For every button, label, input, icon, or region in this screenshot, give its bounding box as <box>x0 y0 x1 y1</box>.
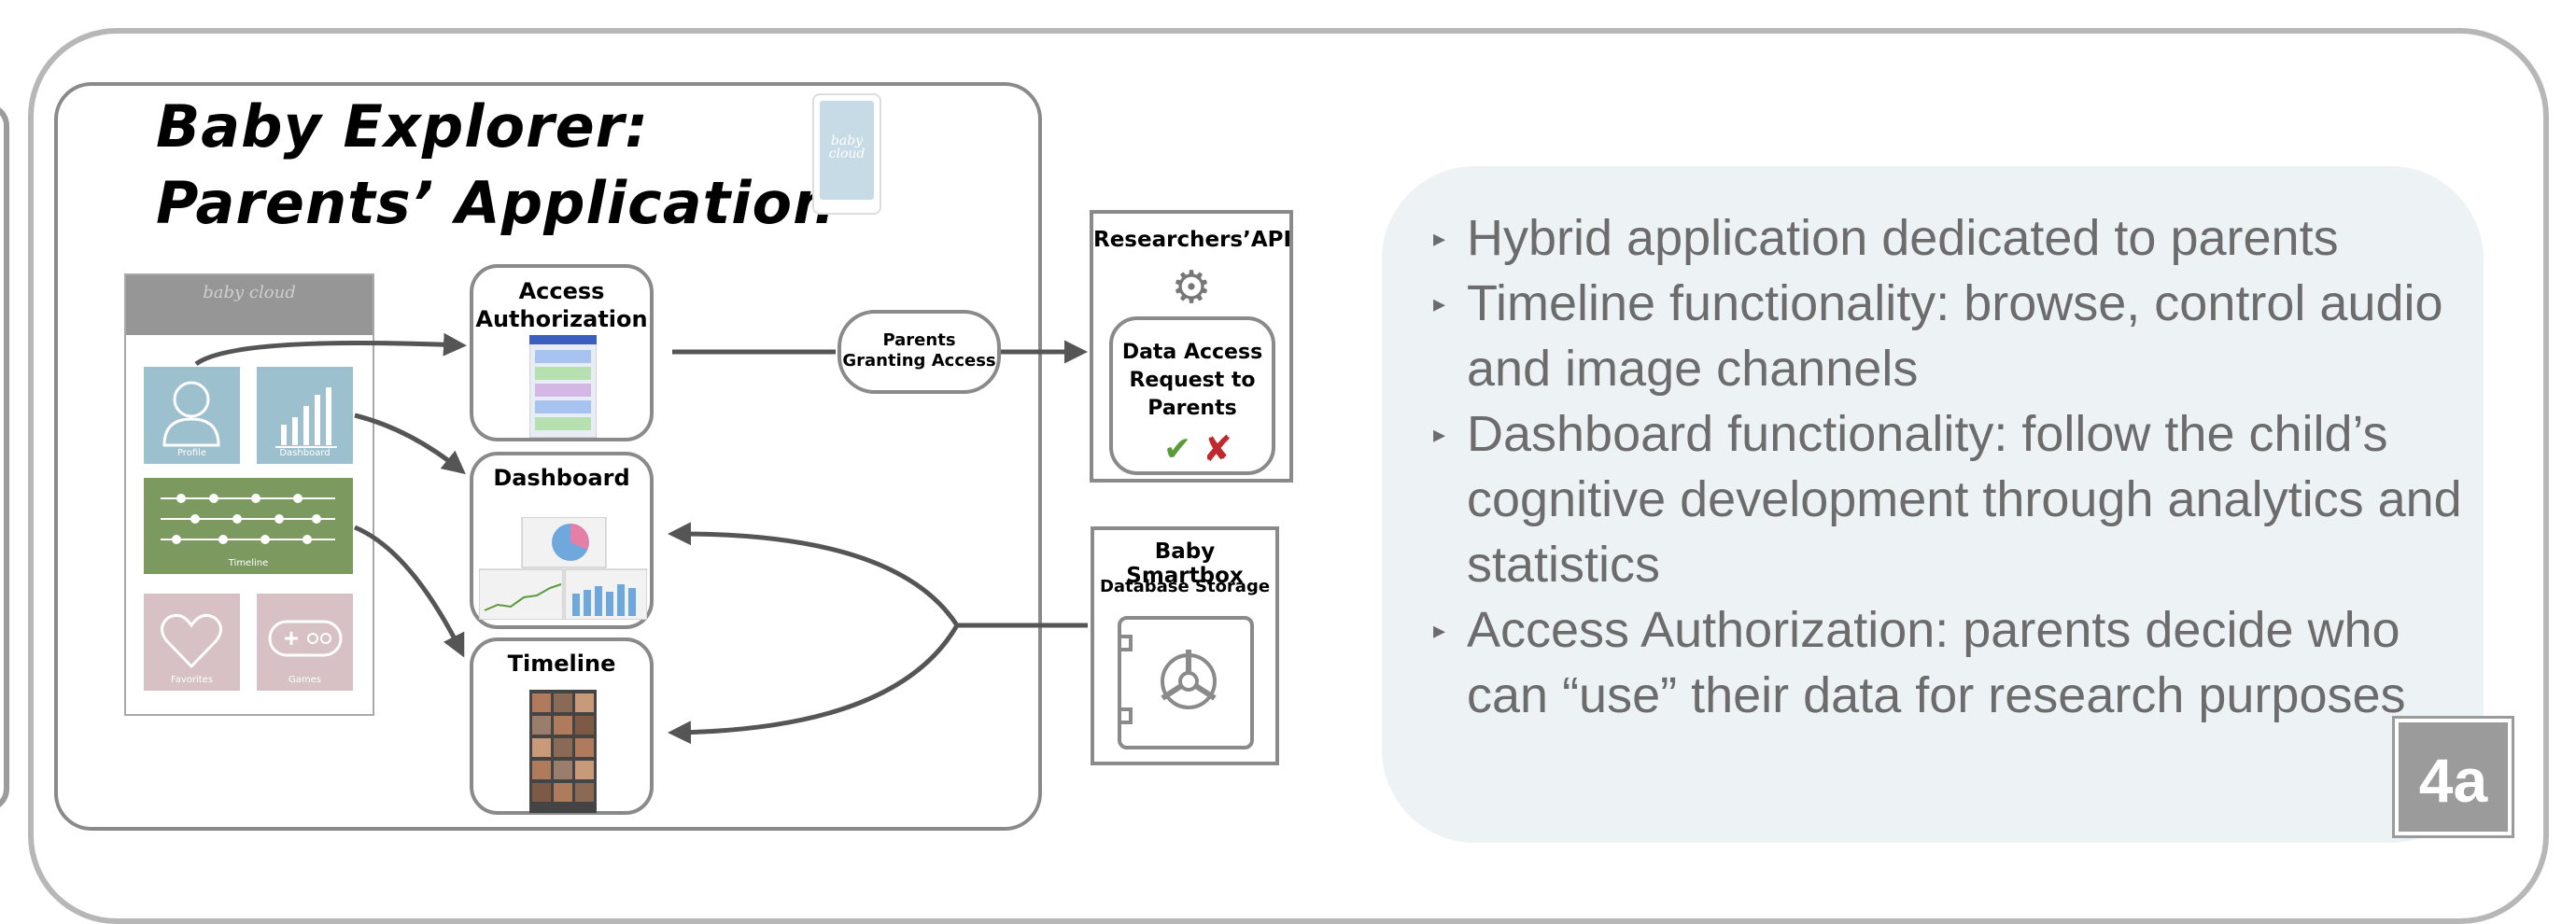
bullet-marker-icon: ▸ <box>1433 224 1446 252</box>
bullet-text: Timeline functionality: browse, control … <box>1467 275 2443 397</box>
tile-dashboard-label: Dashboard <box>279 448 331 458</box>
access-title-line-1: Access <box>518 278 605 304</box>
tile-profile[interactable]: Profile <box>144 367 240 464</box>
request-line-3: Parents <box>1147 397 1237 420</box>
granting-line-2: Granting Access <box>842 351 996 371</box>
access-authorization-box: Access Authorization <box>470 264 654 441</box>
dashboard-screenshot <box>479 517 647 620</box>
access-title-line-2: Authorization <box>475 306 648 332</box>
profile-icon <box>162 381 220 447</box>
app-logo: baby cloud <box>203 283 296 302</box>
request-line-1: Data Access <box>1121 341 1263 364</box>
request-line-2: Request to <box>1129 369 1256 392</box>
bullet-text: Dashboard functionality: follow the chil… <box>1467 406 2462 593</box>
timeline-icon <box>161 494 335 544</box>
arrow-profile-to-access <box>194 332 467 367</box>
phone-thumbnail: baby cloud <box>812 93 881 215</box>
bullet-marker-icon: ▸ <box>1433 420 1446 448</box>
bullet-marker-icon: ▸ <box>1433 616 1446 644</box>
arrow-smartbox-to-dash <box>668 522 960 627</box>
figure-label-badge: 4a <box>2395 719 2512 835</box>
dashboard-box: Dashboard <box>470 452 654 629</box>
feature-list: ▸ Hybrid application dedicated to parents… <box>1433 205 2479 728</box>
phone-thumbnail-logo: baby cloud <box>828 133 866 161</box>
timeline-title: Timeline <box>507 651 616 677</box>
arrow-smartbox-to-time <box>668 623 960 745</box>
safe-icon <box>1116 616 1254 749</box>
request-text: Data Access Request to Parents <box>1113 339 1272 423</box>
smartbox-title: Baby Smartbox <box>1126 539 1244 588</box>
timeline-box: Timeline <box>470 637 654 815</box>
tile-dashboard[interactable]: Dashboard <box>257 367 353 464</box>
phone-header: baby cloud <box>126 275 373 335</box>
baby-smartbox: Baby Smartbox Database Storage <box>1091 526 1279 765</box>
heart-icon <box>161 613 222 669</box>
granting-line-1: Parents <box>882 330 956 350</box>
title-line-2: Parents’ Application <box>156 169 836 237</box>
tile-timeline-label: Timeline <box>228 558 269 568</box>
description-panel: ▸ Hybrid application dedicated to parents… <box>1382 166 2484 843</box>
connector-arrows <box>194 332 1088 745</box>
title-line-1: Baby Explorer: <box>156 92 650 161</box>
access-screenshot <box>529 335 597 438</box>
data-access-request-box: Data Access Request to Parents ✔ ✘ <box>1109 316 1275 475</box>
arrow-timeline-to-time <box>354 525 465 658</box>
researchers-api-box: Researchers’API ⚙ Data Access Request to… <box>1090 210 1293 483</box>
parents-app-panel <box>54 82 1042 831</box>
gamepad-icon <box>268 620 343 657</box>
cross-icon: ✘ <box>1203 428 1232 469</box>
smartbox-subtitle: Database Storage <box>1099 577 1271 596</box>
tile-favorites-label: Favorites <box>170 675 214 685</box>
list-item: ▸ Dashboard functionality: follow the chi… <box>1433 401 2479 597</box>
bullet-marker-icon: ▸ <box>1433 289 1446 317</box>
timeline-screenshot <box>529 690 597 813</box>
bar-chart-icon <box>275 387 337 448</box>
arrow-dashboard-to-dash <box>354 413 466 475</box>
bullet-text: Hybrid application dedicated to parents <box>1467 210 2339 266</box>
tile-profile-label: Profile <box>176 448 207 458</box>
dashboard-title: Dashboard <box>493 465 630 491</box>
check-icon: ✔ <box>1163 430 1192 469</box>
granting-label: Parents Granting Access <box>841 330 997 371</box>
list-item: ▸ Hybrid application dedicated to parents <box>1433 205 2479 271</box>
list-item: ▸ Timeline functionality: browse, control… <box>1433 271 2479 401</box>
parents-granting-access: Parents Granting Access <box>838 310 1001 394</box>
bullet-text: Access Authorization: parents decide who… <box>1467 602 2406 723</box>
tile-timeline[interactable]: Timeline <box>144 478 353 574</box>
page-title: Baby Explorer: Parents’ Application <box>156 89 835 242</box>
tile-games-label: Games <box>289 675 321 685</box>
list-item: ▸ Access Authorization: parents decide wh… <box>1433 597 2479 728</box>
access-title: Access Authorization <box>473 277 650 333</box>
api-title: Researchers’API <box>1093 228 1292 252</box>
tile-games[interactable]: Games <box>257 594 353 691</box>
gear-icon: ⚙ <box>1171 261 1212 314</box>
tile-favorites[interactable]: Favorites <box>144 594 240 691</box>
